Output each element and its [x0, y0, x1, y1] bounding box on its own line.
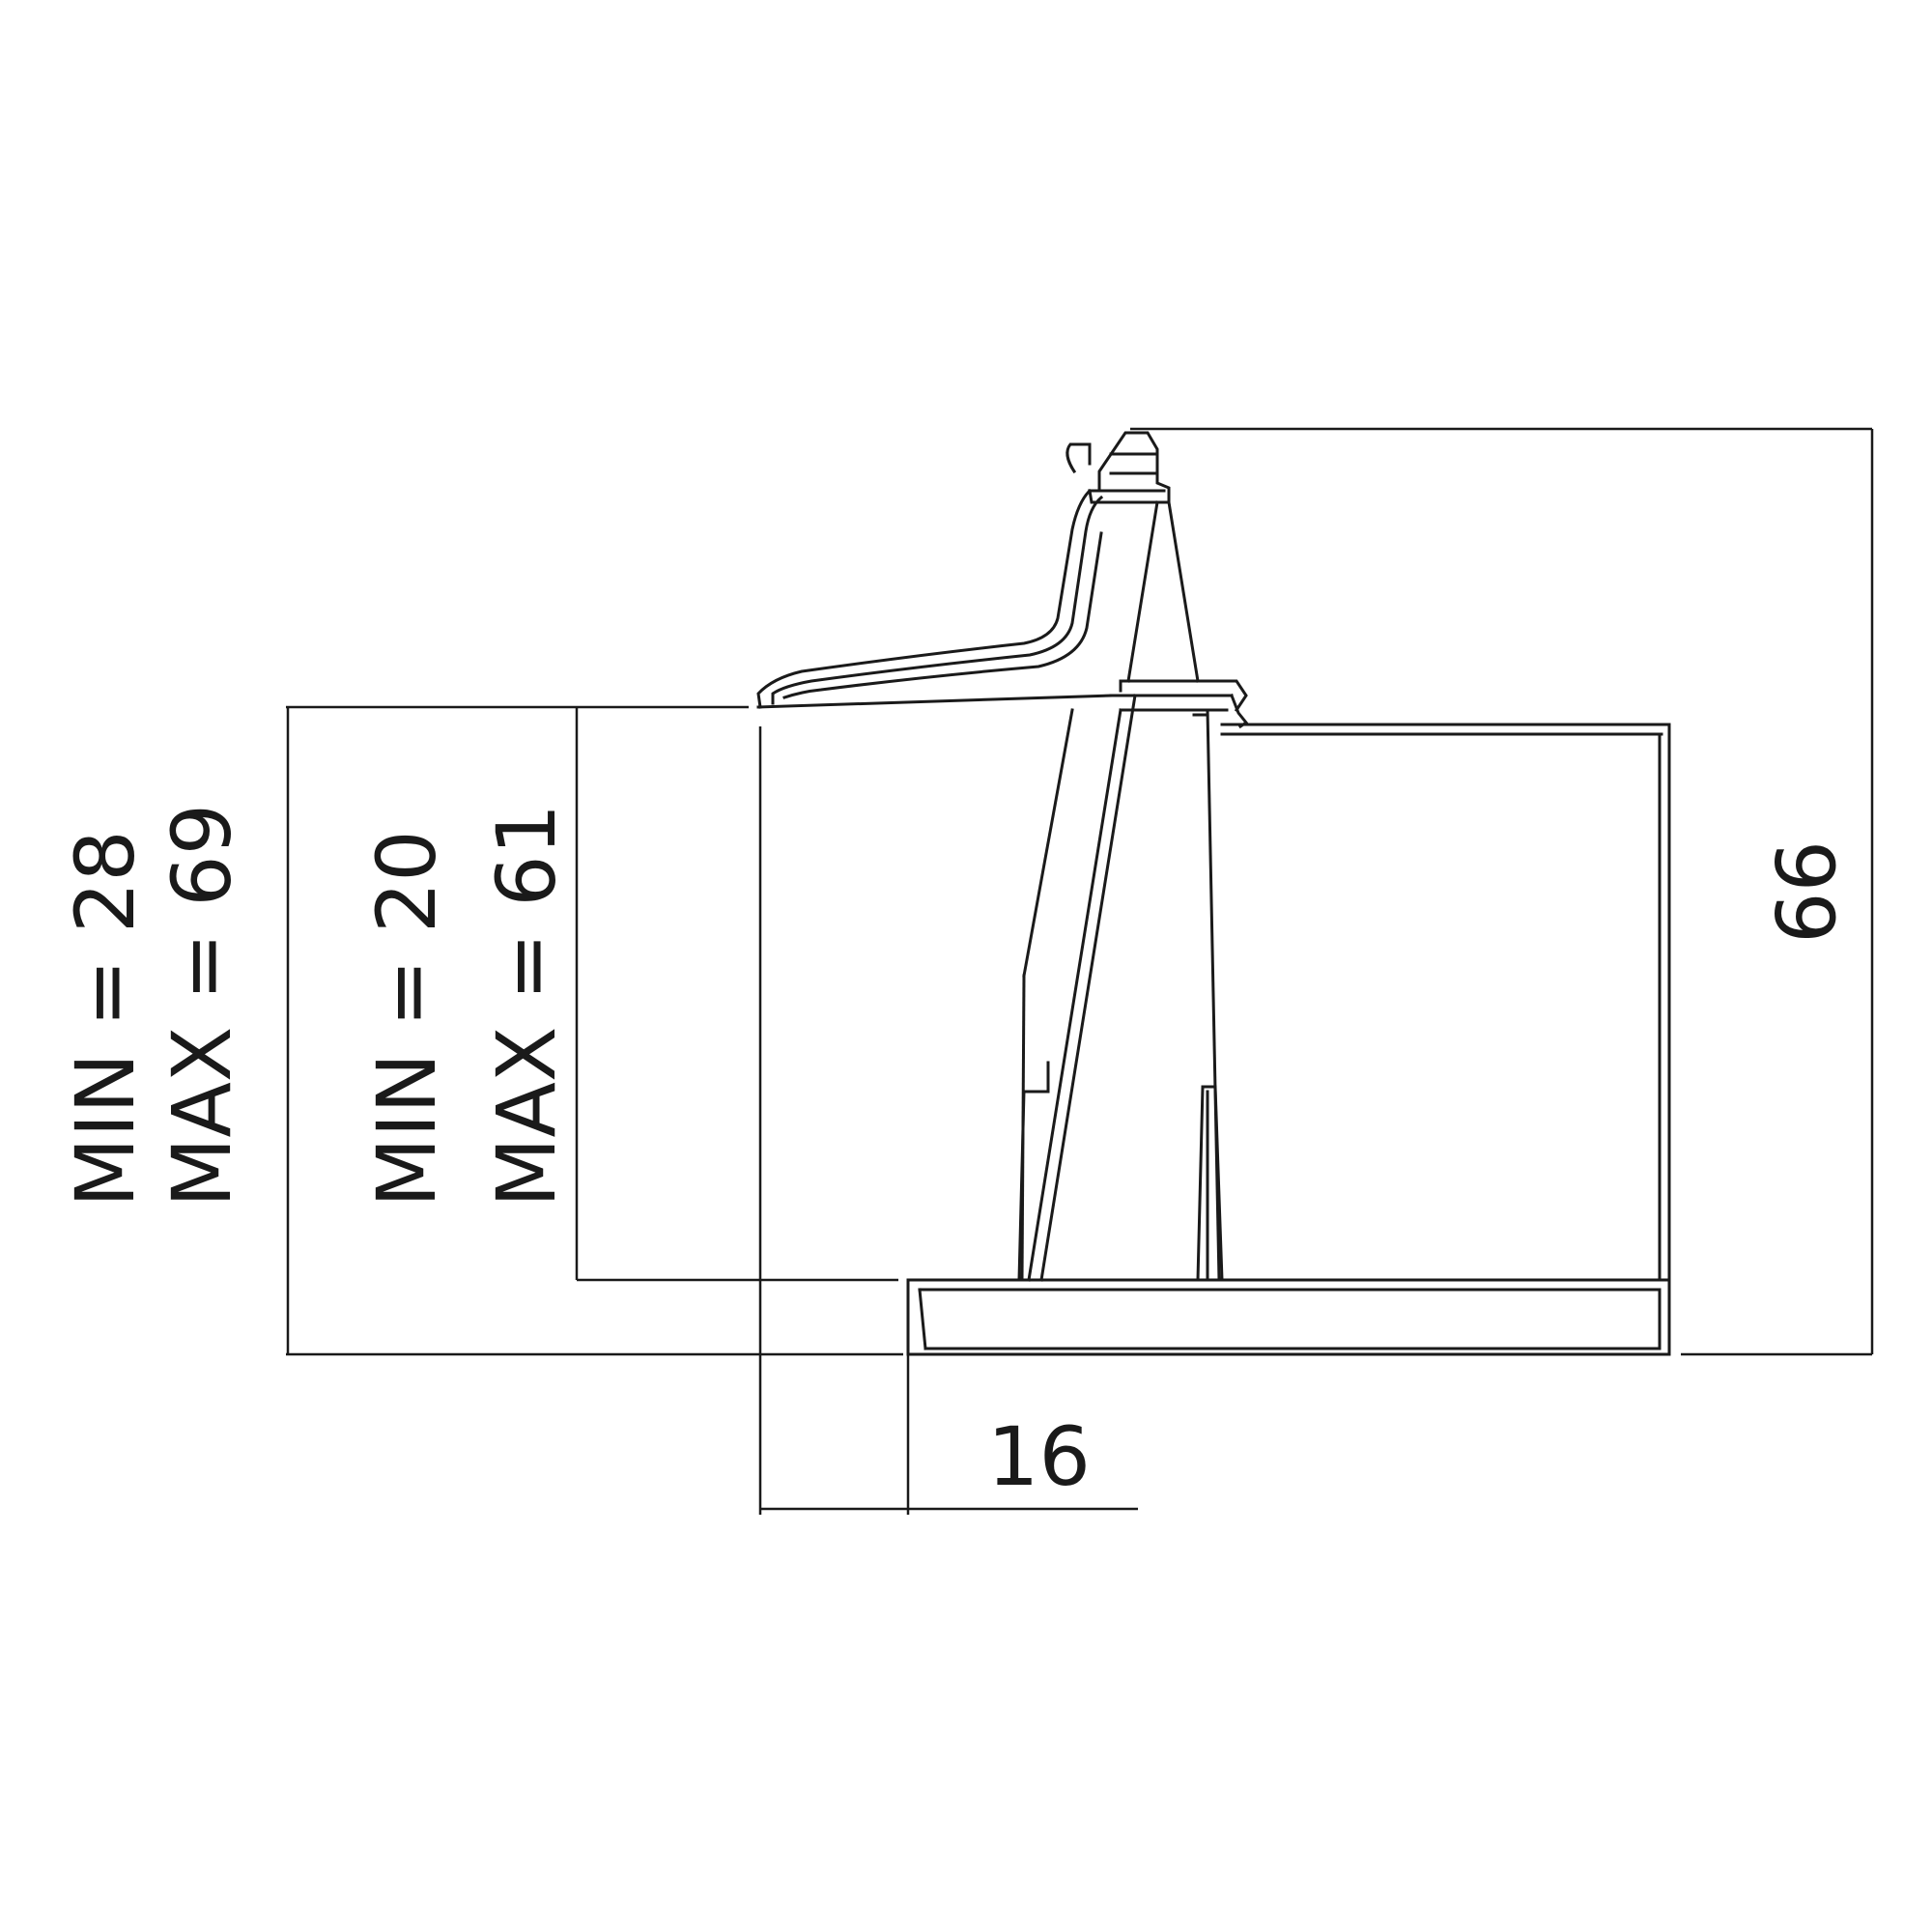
outer-dimension-lines: [286, 705, 903, 1356]
label-outer-min: MIN = 28: [58, 830, 153, 1208]
label-height: 99: [1756, 840, 1851, 944]
height-dimension-lines: [1130, 427, 1874, 1356]
spring-legs: [1017, 500, 1200, 1282]
label-inner-min: MIN = 20: [359, 830, 454, 1208]
ceiling-panel: [1220, 723, 1671, 1282]
inner-dimension-lines: [575, 707, 898, 1282]
offset-dimension-lines: [758, 726, 1138, 1515]
bracket-arm: [756, 488, 1195, 709]
label-outer-max: MAX = 69: [155, 804, 249, 1208]
label-height-text: 99: [1756, 840, 1851, 944]
base-plate: [906, 1278, 1671, 1356]
label-outer-max-text: MAX = 69: [155, 804, 249, 1208]
label-inner-min-text: MIN = 20: [359, 830, 454, 1208]
label-offset: 16: [987, 1409, 1091, 1504]
label-inner-max: MAX = 61: [479, 804, 574, 1208]
label-inner-max-text: MAX = 61: [479, 804, 574, 1208]
spring-clip-head: [1065, 431, 1171, 504]
label-outer-min-text: MIN = 28: [58, 830, 153, 1208]
housing-wall: [1192, 708, 1224, 1282]
collar: [1119, 679, 1249, 729]
